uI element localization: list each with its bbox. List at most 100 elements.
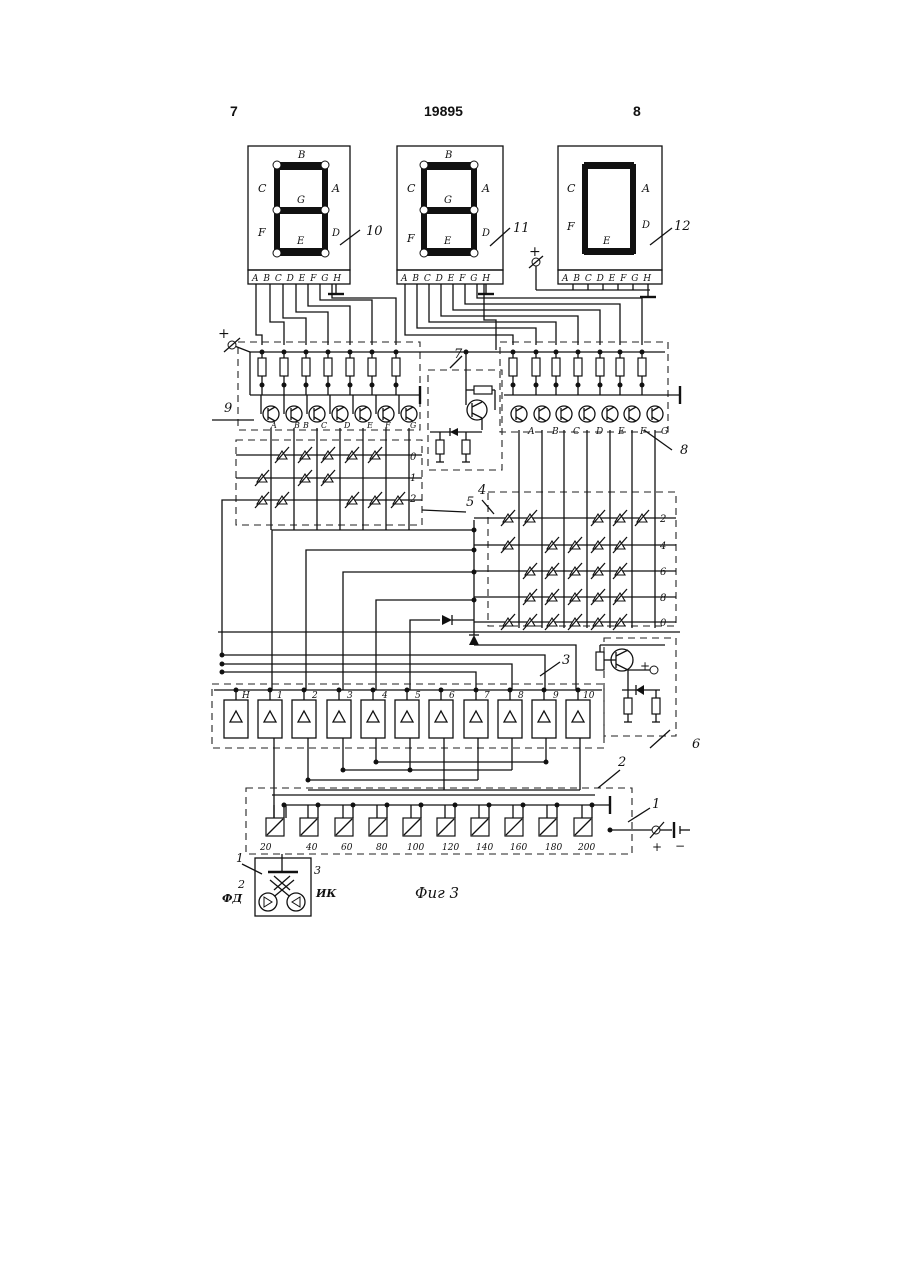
comparator xyxy=(224,700,248,738)
resistor xyxy=(324,358,332,376)
driver-block-7: 7 xyxy=(420,347,504,470)
pin-labels: A B C D E F G H xyxy=(561,274,652,284)
svg-text:E: E xyxy=(366,421,373,430)
display-12: C A F E D A B C D E F G H 12 + xyxy=(529,146,691,297)
comparator xyxy=(464,700,488,738)
ref-number: 1 xyxy=(236,851,244,865)
transistor xyxy=(332,406,348,422)
resistor xyxy=(596,358,604,376)
plus-label: + xyxy=(640,659,650,673)
seg-label: D xyxy=(331,228,340,239)
resistor xyxy=(638,358,646,376)
svg-text:B: B xyxy=(551,427,559,437)
svg-text:120: 120 xyxy=(442,843,459,853)
svg-text:H: H xyxy=(241,691,250,701)
svg-text:D: D xyxy=(343,421,351,430)
svg-text:0: 0 xyxy=(660,618,667,629)
svg-text:80: 80 xyxy=(376,843,388,853)
comparator xyxy=(395,700,419,738)
svg-text:100: 100 xyxy=(407,843,424,853)
seg-label: C xyxy=(567,182,576,195)
comparator xyxy=(532,700,556,738)
seg-label: G xyxy=(297,195,305,206)
resistor xyxy=(346,358,354,376)
transistor xyxy=(579,406,595,422)
seg-label: F xyxy=(257,226,266,239)
plus-label: + xyxy=(652,840,662,854)
svg-text:2: 2 xyxy=(409,494,416,505)
svg-text:D: D xyxy=(595,427,603,437)
transistor xyxy=(401,406,417,422)
resistor xyxy=(574,358,582,376)
sensor-unit: 1 2 3 ФД ИК xyxy=(222,851,337,916)
transistor xyxy=(624,406,640,422)
svg-text:10: 10 xyxy=(366,224,383,239)
transistor xyxy=(286,406,302,422)
seg-label: E xyxy=(296,236,305,247)
svg-text:140: 140 xyxy=(476,843,493,853)
svg-text:F: F xyxy=(639,427,647,437)
seg-label: A xyxy=(481,182,490,195)
seg-label: F xyxy=(566,220,575,233)
scale-cells xyxy=(266,803,595,837)
infrared-label: ИК xyxy=(315,887,337,900)
svg-text:7: 7 xyxy=(484,691,490,701)
comparator xyxy=(498,700,522,738)
svg-text:2: 2 xyxy=(311,691,318,701)
svg-text:A: A xyxy=(527,427,535,437)
ref-number: 1 xyxy=(652,797,660,812)
resistor xyxy=(509,358,517,376)
transistor xyxy=(378,406,394,422)
svg-text:10: 10 xyxy=(583,691,595,701)
svg-text:8: 8 xyxy=(660,593,666,604)
svg-text:9: 9 xyxy=(553,691,559,701)
transistor xyxy=(309,406,325,422)
seg-label: F xyxy=(406,232,415,245)
columns-right xyxy=(519,430,655,628)
svg-text:F: F xyxy=(384,421,391,430)
seg-label: B xyxy=(297,150,305,161)
svg-text:11: 11 xyxy=(513,221,530,236)
ref-number: 3 xyxy=(562,653,570,668)
resistor xyxy=(532,358,540,376)
seg-label: C xyxy=(258,182,267,195)
resistor xyxy=(392,358,400,376)
resistor xyxy=(258,358,266,376)
seg-label: D xyxy=(481,228,490,239)
svg-text:5: 5 xyxy=(415,691,421,701)
ref-number: 2 xyxy=(237,878,245,891)
svg-text:4: 4 xyxy=(659,541,666,552)
ref-number: 4 xyxy=(477,483,486,498)
scale-labels: 20 40 60 80 100 120 140 160 180 200 xyxy=(259,843,595,853)
pin-labels: A B C D E F G H xyxy=(400,274,491,284)
block-6: + 6 xyxy=(596,638,700,752)
seg-label: E xyxy=(443,236,452,247)
svg-text:12: 12 xyxy=(674,219,691,234)
display-11-wiring xyxy=(405,284,642,350)
resistor xyxy=(302,358,310,376)
svg-text:3: 3 xyxy=(347,691,353,701)
ref-number: 3 xyxy=(314,864,321,877)
svg-text:G: G xyxy=(410,421,417,430)
svg-text:6: 6 xyxy=(449,691,455,701)
comparator xyxy=(258,700,282,738)
photodiode-label: ФД xyxy=(222,892,242,905)
svg-text:40: 40 xyxy=(305,843,318,853)
ref-number: 2 xyxy=(617,755,626,770)
transistor xyxy=(602,406,618,422)
transistors-8 xyxy=(511,406,663,422)
resistor xyxy=(368,358,376,376)
figure-caption: Фиг 3 xyxy=(415,884,459,902)
plus-label: + xyxy=(218,326,230,342)
transistors-9 xyxy=(261,395,417,422)
seg-label: A xyxy=(641,182,650,195)
seg-label: C xyxy=(407,182,416,195)
transistor xyxy=(263,406,279,422)
svg-text:E: E xyxy=(617,427,625,437)
columns-left xyxy=(271,428,409,530)
svg-text:0: 0 xyxy=(410,452,417,463)
segment-top xyxy=(276,162,326,170)
seg-label: D xyxy=(641,220,650,231)
ref-number: 5 xyxy=(466,495,474,510)
